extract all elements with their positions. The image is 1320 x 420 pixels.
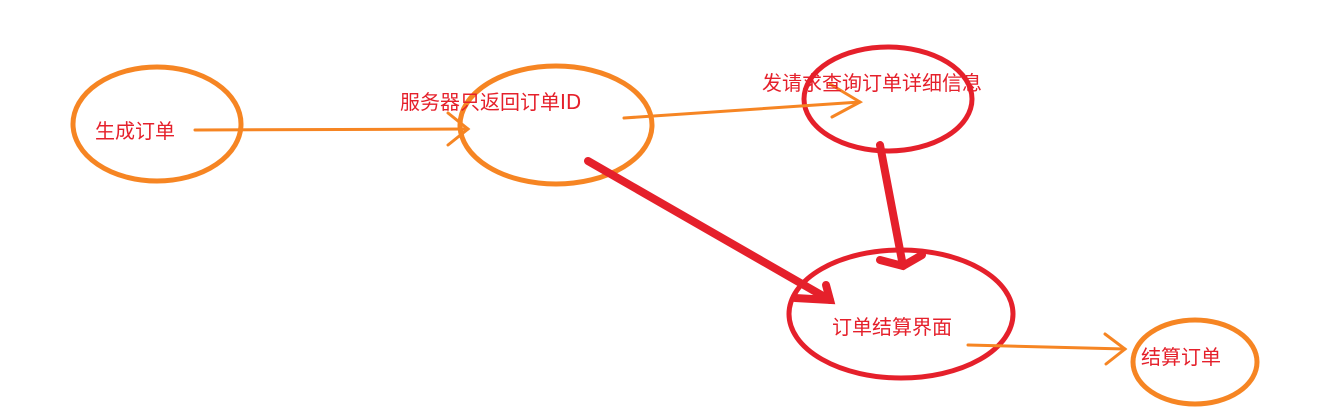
node-settle-order-circle: [1130, 317, 1260, 407]
node-settle-order-label: 结算订单: [1141, 345, 1221, 369]
node-query-details-circle: [801, 44, 975, 154]
edge-generate-to-server: [193, 111, 471, 147]
node-generate-order-circle: [70, 64, 244, 184]
edge-server-to-checkout: [584, 157, 836, 305]
node-server-returns-id-label: 服务器只返回订单ID: [400, 90, 581, 114]
node-server-returns-id-circle: [457, 63, 655, 187]
edge-server-to-query: [622, 82, 864, 120]
edge-query-to-checkout: [876, 141, 926, 271]
node-query-details-label: 发请求查询订单详细信息: [762, 71, 982, 95]
edge-checkout-to-settle: [966, 332, 1128, 366]
node-checkout-page-label: 订单结算界面: [832, 315, 952, 339]
node-generate-order-label: 生成订单: [95, 119, 175, 143]
